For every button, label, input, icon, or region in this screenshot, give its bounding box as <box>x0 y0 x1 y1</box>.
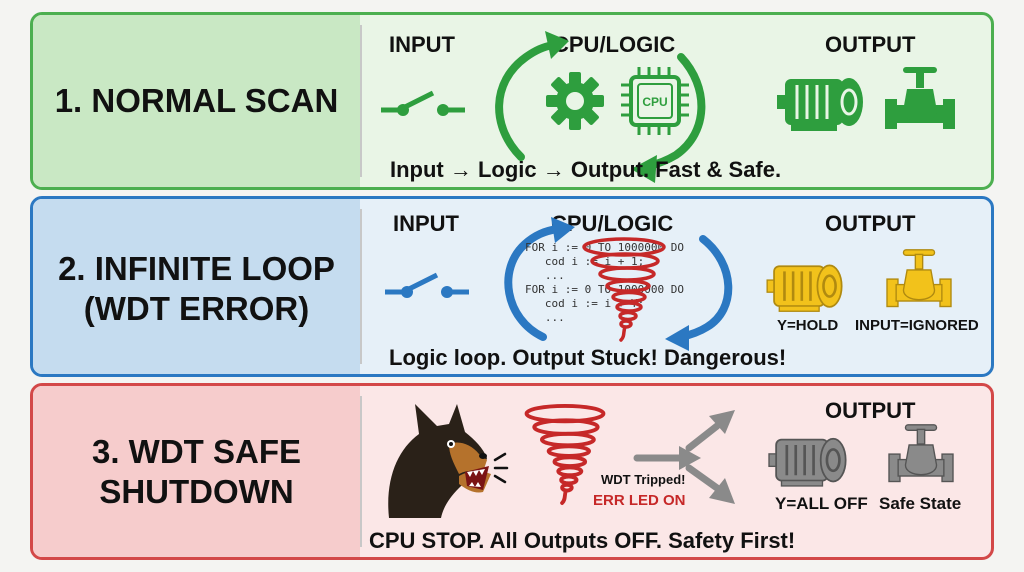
input-label: INPUT <box>389 32 455 57</box>
valve-off-icon <box>888 424 954 483</box>
split-arrows-icon <box>633 410 735 504</box>
valve-caption: Safe State <box>879 494 962 513</box>
wdt-tripped-text: WDT Tripped! <box>601 472 686 487</box>
code-line: ... <box>525 311 565 324</box>
motor-caption: Y=ALL OFF <box>775 494 868 513</box>
valve-caption: INPUT=IGNORED <box>855 317 979 334</box>
valve-stuck-icon <box>886 249 952 308</box>
panel-title-area <box>33 15 360 187</box>
input-label: INPUT <box>393 211 459 236</box>
input-switch-icon <box>381 90 465 116</box>
gear-icon <box>546 72 604 130</box>
caption: CPU STOP. All Outputs OFF. Safety First! <box>369 528 796 553</box>
panel-title-area <box>33 199 360 374</box>
motor-off-icon <box>768 437 847 487</box>
code-line: FOR i := 0 TO 1000000 DO <box>525 283 684 296</box>
motor-icon <box>777 78 863 131</box>
output-label: OUTPUT <box>825 398 916 423</box>
output-label: OUTPUT <box>825 211 916 236</box>
output-label: OUTPUT <box>825 32 916 57</box>
tornado-icon <box>582 237 666 342</box>
panel-wdt-shutdown: 3. WDT SAFE SHUTDOWN <box>30 383 994 560</box>
err-led-text: ERR LED ON <box>593 492 686 509</box>
valve-icon <box>885 67 955 129</box>
scan-cycle-arrows-icon <box>495 31 706 183</box>
divider <box>360 25 362 177</box>
panel-infinite-loop: 2. INFINITE LOOP (WDT ERROR) INPUT CPU/L… <box>30 196 994 377</box>
panel-normal-scan: 1. NORMAL SCAN INPUT CPU/LOGIC OUTPUT <box>30 12 994 190</box>
divider <box>360 209 362 364</box>
panel-title: 1. NORMAL SCAN <box>54 82 339 119</box>
panel-title: 2. INFINITE LOOP (WDT ERROR) <box>58 250 335 327</box>
motor-caption: Y=HOLD <box>777 317 839 334</box>
caption: Logic loop. Output Stuck! Dangerous! <box>389 345 787 370</box>
chip-text: CPU <box>642 95 667 109</box>
motor-stuck-icon <box>766 264 843 312</box>
panel-title-area <box>33 386 360 557</box>
divider <box>360 396 362 547</box>
code-line: cod i := i + 1; <box>525 255 645 268</box>
code-line: ... <box>525 269 565 282</box>
panel-title: 3. WDT SAFE SHUTDOWN <box>91 433 301 510</box>
tornado-icon <box>524 404 606 505</box>
cpu-chip-icon: CPU <box>621 67 689 135</box>
cpu-logic-label: CPU/LOGIC <box>553 32 676 57</box>
cpu-logic-label: CPU/LOGIC <box>551 211 674 236</box>
watchdog-icon <box>388 404 509 518</box>
code-line: FOR i := 0 TO 1000000 DO <box>525 241 684 254</box>
loop-arrows-icon <box>504 217 733 351</box>
input-switch-icon <box>385 272 469 298</box>
caption: Input → Logic → Output. Fast & Safe. <box>390 157 782 182</box>
